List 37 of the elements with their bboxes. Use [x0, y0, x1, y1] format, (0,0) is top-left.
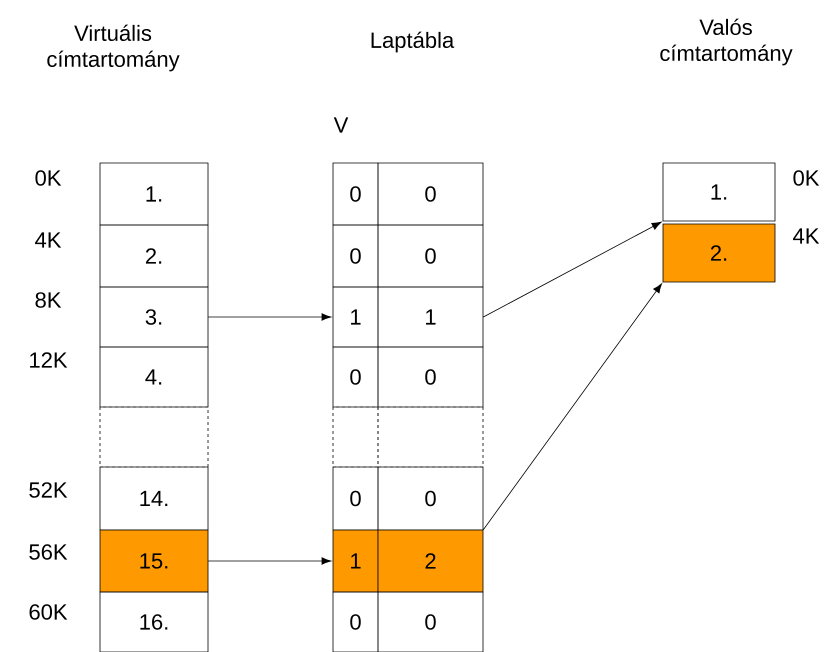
address-label: 0K	[793, 170, 820, 186]
table-cell: 0	[332, 346, 378, 408]
address-label: 8K	[36, 292, 62, 308]
table-cell: 15.	[100, 530, 208, 592]
address-label: 4K	[35, 232, 62, 248]
column-label: V	[334, 117, 348, 133]
arrow	[483, 283, 662, 530]
address-label: 56K	[29, 544, 68, 560]
arrow	[208, 557, 332, 565]
table-cell: 1	[378, 286, 484, 348]
column-heading: Virtuális címtartomány	[47, 24, 180, 72]
column-heading: Laptábla	[372, 32, 454, 52]
table-cell: 1.	[662, 162, 776, 222]
table-cell: 0	[378, 346, 484, 408]
column-heading: Valós címtartomány	[660, 18, 793, 66]
table-cell: 2.	[662, 224, 776, 282]
table-cell: 0	[332, 592, 378, 652]
table-cell: 0	[332, 162, 378, 226]
table-cell: 0	[378, 592, 484, 652]
table-cell: 1	[332, 530, 378, 592]
arrow	[208, 313, 332, 321]
empty-cell	[100, 406, 208, 468]
arrow	[483, 222, 662, 318]
address-label: 52K	[29, 482, 68, 498]
table-cell: 4.	[100, 346, 208, 408]
table-cell: 1.	[100, 162, 208, 226]
address-label: 0K	[35, 170, 62, 186]
address-label: 4K	[793, 228, 820, 244]
table-cell: 3.	[100, 286, 208, 348]
table-cell: 0	[332, 224, 378, 288]
table-cell: 16.	[100, 592, 208, 652]
address-label: 60K	[30, 604, 68, 620]
table-cell: 1	[332, 286, 378, 348]
address-label: 12K	[30, 352, 68, 368]
table-cell: 0	[378, 162, 484, 226]
table-cell: 0	[378, 224, 484, 288]
table-cell: 2.	[100, 224, 208, 288]
